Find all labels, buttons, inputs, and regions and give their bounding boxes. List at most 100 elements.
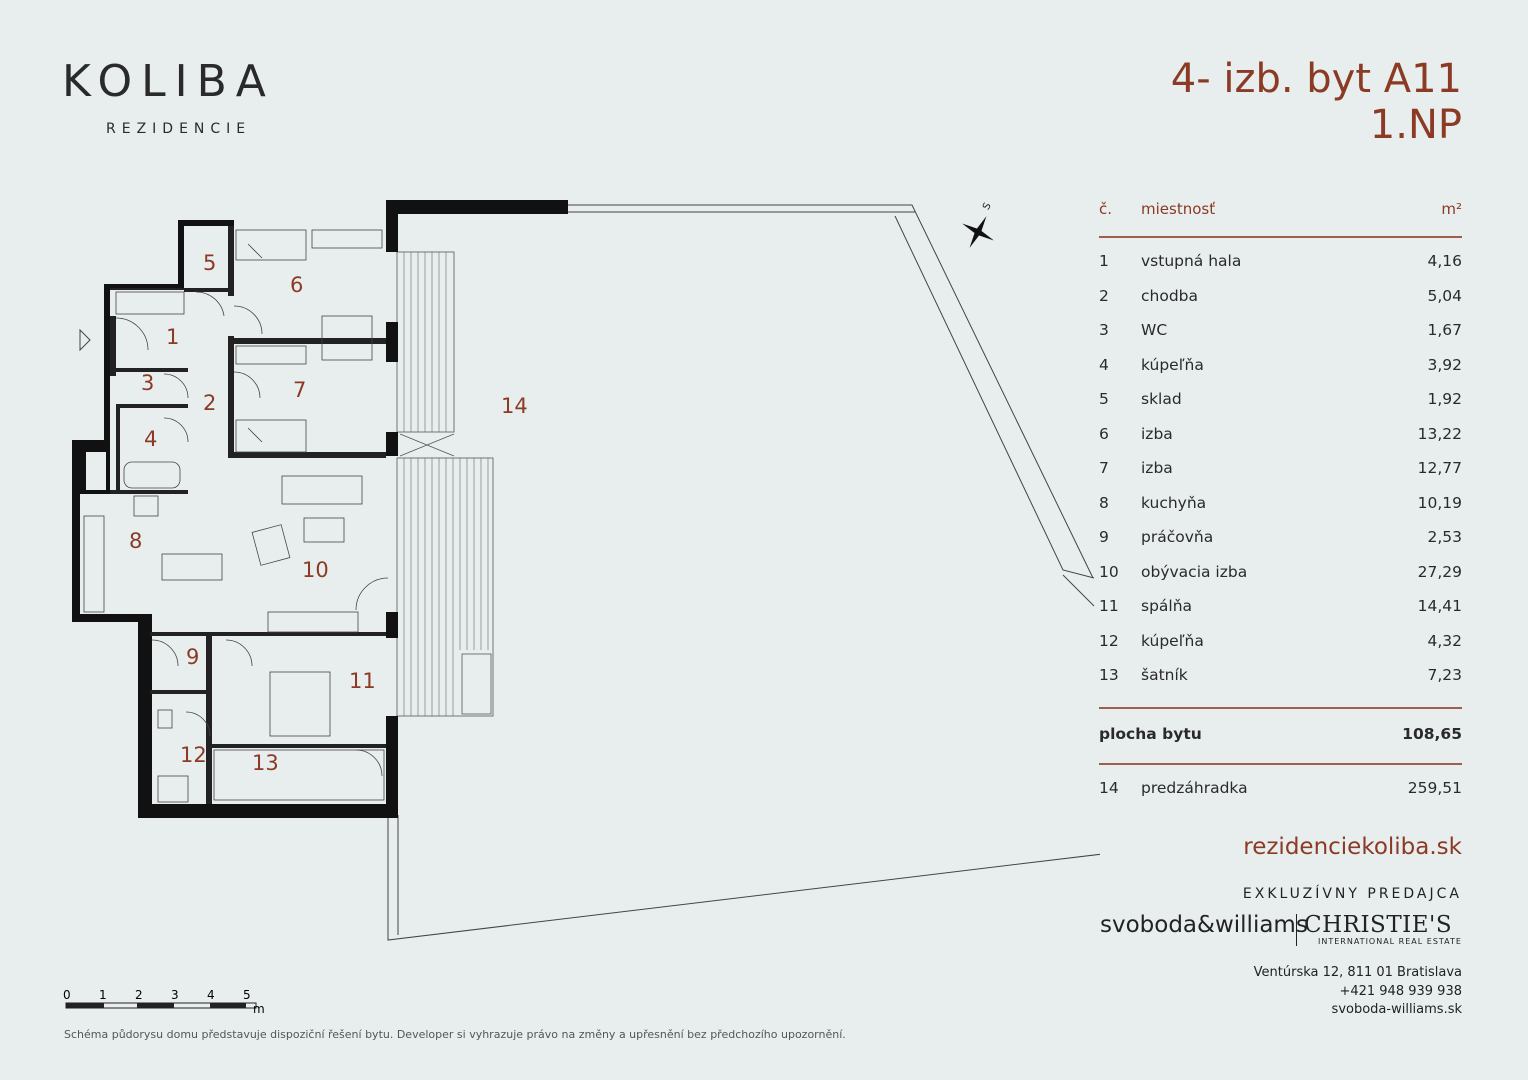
scale-label-0: 0 [63,988,71,1002]
room-num-cell: 9 [1099,528,1109,546]
room-num-cell: 13 [1099,666,1119,684]
decking-lines [403,252,489,716]
room-label-8: 8 [129,529,142,553]
christies-subtitle: INTERNATIONAL REAL ESTATE [1318,937,1462,946]
room-name-cell: šatník [1141,666,1188,684]
table-row: 12 kúpeľňa 4,32 [1099,618,1462,653]
garden-area: 259,51 [1407,778,1462,797]
table-row: 7 izba 12,77 [1099,445,1462,480]
table-row: 9 práčovňa 2,53 [1099,514,1462,549]
table-row: 3 WC 1,67 [1099,307,1462,342]
room-num-cell: 10 [1099,562,1119,581]
divider [1099,236,1462,238]
room-num-cell: 3 [1099,321,1109,339]
room-label-5: 5 [203,251,216,275]
contact-website[interactable]: svoboda-williams.sk [1331,1002,1462,1017]
room-label-2: 2 [203,391,216,415]
scale-label-4: 4 [207,988,215,1002]
room-num-cell: 2 [1099,286,1109,305]
garden-num: 14 [1099,778,1119,797]
christies-logo: CHRISTIE'S [1304,912,1453,938]
room-name-cell: chodba [1141,286,1199,305]
table-row: 2 chodba 5,04 [1099,273,1462,308]
room-area-cell: 12,77 [1417,459,1462,477]
room-label-13: 13 [252,751,279,775]
room-label-1: 1 [166,325,179,349]
brand-divider [1296,914,1297,946]
room-labels: 1 2 3 4 5 6 7 8 9 10 11 12 13 14 [129,251,528,775]
room-area-cell: 5,04 [1427,286,1462,305]
room-name-cell: kúpeľňa [1141,355,1204,374]
disclaimer: Schéma půdorysu domu představuje dispozi… [64,1028,846,1041]
room-label-11: 11 [349,669,376,693]
room-name-cell: WC [1141,321,1168,339]
table-row: 13 šatník 7,23 [1099,652,1462,687]
terrace-decking [396,251,494,717]
room-area-cell: 27,29 [1417,562,1462,581]
room-label-3: 3 [141,371,154,395]
website-link[interactable]: rezidenciekoliba.sk [1243,834,1462,860]
scale-unit: m [253,1002,265,1016]
room-name-cell: kúpeľňa [1141,631,1204,650]
scale-label-2: 2 [135,988,143,1002]
scale-label-5: 5 [243,988,251,1002]
room-name-cell: vstupná hala [1141,252,1242,270]
total-area: 108,65 [1402,724,1462,743]
contact-phone[interactable]: +421 948 939 938 [1339,983,1462,999]
scale-bar: 0 1 2 3 4 5 m [63,988,265,1016]
room-num-cell: 11 [1099,597,1119,615]
garden-outline [387,204,1100,941]
compass-label: S [981,201,994,212]
floor-plan: S 1 2 3 4 5 6 7 8 9 10 11 12 13 14 0 1 2… [63,200,1100,1016]
apartment-title: 4- izb. byt A11 1.NP [1171,56,1462,148]
floor-label: 1.NP [1369,102,1462,148]
scale-label-3: 3 [171,988,179,1002]
header-area: m² [1441,200,1462,218]
room-area-cell: 2,53 [1427,528,1462,546]
room-label-6: 6 [290,273,303,297]
apartment-name: 4- izb. byt A11 [1170,56,1462,102]
table-header: č. miestnosť m² [1099,200,1462,236]
header-room: miestnosť [1141,200,1216,218]
room-area-cell: 7,23 [1427,666,1462,684]
room-area-cell: 3,92 [1427,355,1462,374]
svoboda-williams-logo: svoboda&williams [1100,912,1308,938]
logo-wordmark: KOLIBA [62,56,275,107]
room-area-cell: 14,41 [1417,597,1462,615]
room-label-10: 10 [302,558,329,582]
garden-row: 14 predzáhradka 259,51 [1099,765,1462,800]
interior-walls [110,226,386,804]
room-label-9: 9 [186,645,199,669]
room-label-12: 12 [180,743,207,767]
table-row: 4 kúpeľňa 3,92 [1099,342,1462,377]
room-name-cell: práčovňa [1141,528,1214,546]
room-num-cell: 7 [1099,459,1109,477]
room-num-cell: 1 [1099,252,1109,270]
room-label-7: 7 [293,378,306,402]
divider [1099,762,1462,765]
room-name-cell: izba [1141,459,1173,477]
table-row: 10 obývacia izba 27,29 [1099,549,1462,584]
room-area-cell: 4,32 [1427,631,1462,650]
room-area-cell: 1,67 [1427,321,1462,339]
room-name-cell: sklad [1141,390,1182,408]
room-num-cell: 6 [1099,424,1109,443]
total-row: plocha bytu 108,65 [1099,709,1462,757]
room-name-cell: izba [1141,424,1173,443]
room-num-cell: 8 [1099,493,1109,512]
logo-subtitle: REZIDENCIE [106,121,252,137]
room-name-cell: obývacia izba [1141,562,1248,581]
furniture [83,229,389,803]
entrance-arrow-icon [79,328,91,352]
room-num-cell: 4 [1099,355,1109,374]
room-area-cell: 1,92 [1427,390,1462,408]
room-num-cell: 12 [1099,631,1119,650]
header-num: č. [1099,200,1113,218]
